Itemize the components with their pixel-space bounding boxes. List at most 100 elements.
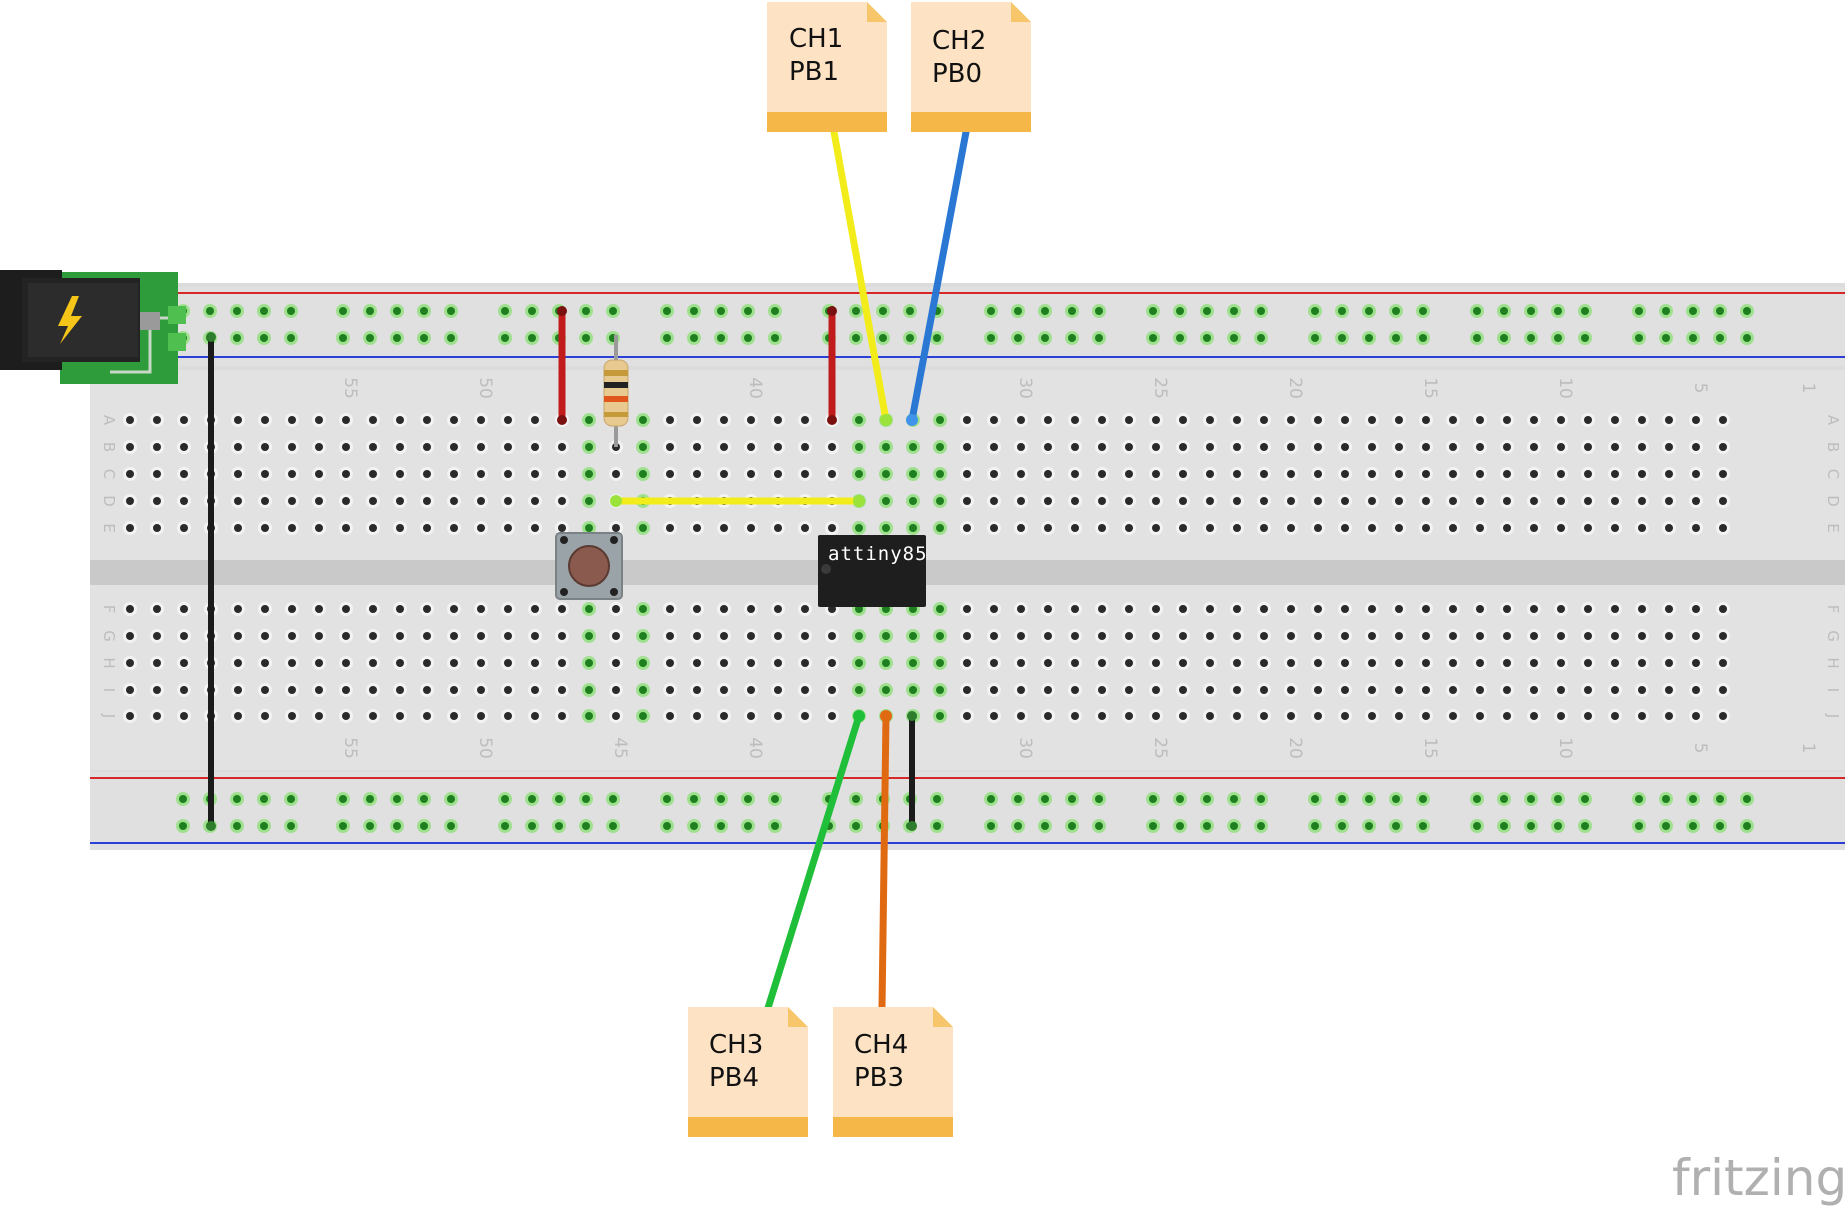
breadboard-hole — [1446, 629, 1460, 643]
rail-hole — [1092, 819, 1106, 833]
rail-hole — [1713, 819, 1727, 833]
breadboard-hole — [960, 602, 974, 616]
breadboard-hole — [1716, 413, 1730, 427]
breadboard-hole — [744, 629, 758, 643]
breadboard-hole — [1149, 413, 1163, 427]
rail-hole — [1092, 792, 1106, 806]
breadboard-hole — [555, 656, 569, 670]
breadboard-hole — [1176, 656, 1190, 670]
center-channel — [90, 560, 1845, 585]
breadboard-hole — [528, 440, 542, 454]
breadboard-hole — [1689, 683, 1703, 697]
column-numbers: 5555505045454040303025252020151510105511 — [340, 377, 1818, 759]
breadboard-hole — [663, 467, 677, 481]
breadboard-hole — [1014, 413, 1028, 427]
breadboard-hole — [717, 521, 731, 535]
breadboard-hole — [1554, 709, 1568, 723]
breadboard-hole — [1392, 656, 1406, 670]
breadboard-hole — [258, 467, 272, 481]
breadboard-hole — [528, 709, 542, 723]
breadboard-hole — [771, 413, 785, 427]
breadboard-hole — [1716, 440, 1730, 454]
column-number: 50 — [475, 377, 495, 399]
breadboard-hole — [1149, 467, 1163, 481]
rail-hole — [1578, 304, 1592, 318]
breadboard-hole — [1662, 440, 1676, 454]
breadboard-hole — [636, 629, 650, 643]
rail-hole — [606, 819, 620, 833]
breadboard-hole — [879, 521, 893, 535]
rail-hole — [1173, 331, 1187, 345]
rail-hole — [1578, 819, 1592, 833]
breadboard-hole — [582, 494, 596, 508]
rail-hole — [390, 819, 404, 833]
breadboard-hole — [1473, 494, 1487, 508]
breadboard-hole — [1311, 683, 1325, 697]
breadboard-hole — [798, 521, 812, 535]
breadboard-hole — [393, 467, 407, 481]
breadboard-hole — [312, 413, 326, 427]
breadboard-hole — [1473, 467, 1487, 481]
rail-hole — [1497, 792, 1511, 806]
rail-hole — [1686, 331, 1700, 345]
breadboard-hole — [636, 602, 650, 616]
column-number: 15 — [1420, 377, 1440, 399]
column-number: 20 — [1285, 737, 1305, 759]
breadboard-hole — [1446, 413, 1460, 427]
rail-hole — [768, 819, 782, 833]
breadboard-hole — [1095, 467, 1109, 481]
breadboard-hole — [1257, 656, 1271, 670]
breadboard-hole — [231, 656, 245, 670]
breadboard-hole — [1419, 413, 1433, 427]
breadboard-hole — [177, 467, 191, 481]
breadboard-hole — [258, 494, 272, 508]
breadboard-hole — [339, 413, 353, 427]
breadboard-hole — [1284, 440, 1298, 454]
rail-hole — [849, 331, 863, 345]
rail-hole — [552, 792, 566, 806]
breadboard-hole — [1041, 467, 1055, 481]
breadboard-hole — [123, 709, 137, 723]
breadboard-hole — [474, 440, 488, 454]
breadboard-hole — [1149, 709, 1163, 723]
breadboard-hole — [825, 440, 839, 454]
rail-hole — [1686, 304, 1700, 318]
breadboard-hole — [1392, 494, 1406, 508]
breadboard-hole — [1014, 440, 1028, 454]
breadboard-hole — [1608, 440, 1622, 454]
breadboard-hole — [339, 521, 353, 535]
rail-hole — [930, 331, 944, 345]
breadboard-hole — [1014, 521, 1028, 535]
breadboard-hole — [420, 602, 434, 616]
breadboard-hole — [1419, 656, 1433, 670]
rail-hole — [1335, 819, 1349, 833]
breadboard-hole — [231, 521, 245, 535]
breadboard-hole — [501, 629, 515, 643]
rail-hole — [1632, 304, 1646, 318]
breadboard-hole — [339, 629, 353, 643]
breadboard-hole — [1716, 683, 1730, 697]
breadboard-hole — [609, 602, 623, 616]
breadboard-hole — [555, 602, 569, 616]
rail-hole — [284, 331, 298, 345]
breadboard-hole — [744, 656, 758, 670]
breadboard-hole — [1122, 656, 1136, 670]
breadboard-hole — [447, 467, 461, 481]
breadboard-hole — [1095, 629, 1109, 643]
rail-hole — [1038, 304, 1052, 318]
breadboard-hole — [1689, 656, 1703, 670]
breadboard-hole — [1689, 602, 1703, 616]
breadboard-hole — [1527, 440, 1541, 454]
rail-hole — [284, 304, 298, 318]
breadboard-hole — [825, 521, 839, 535]
breadboard-hole — [1662, 683, 1676, 697]
breadboard-hole — [1689, 440, 1703, 454]
breadboard-hole — [1311, 709, 1325, 723]
row-letter: E — [1824, 523, 1842, 532]
push-button[interactable] — [555, 532, 623, 600]
breadboard-hole — [663, 602, 677, 616]
rail-hole — [1470, 331, 1484, 345]
breadboard-hole — [150, 413, 164, 427]
rail-hole — [525, 792, 539, 806]
rail-hole — [1713, 792, 1727, 806]
